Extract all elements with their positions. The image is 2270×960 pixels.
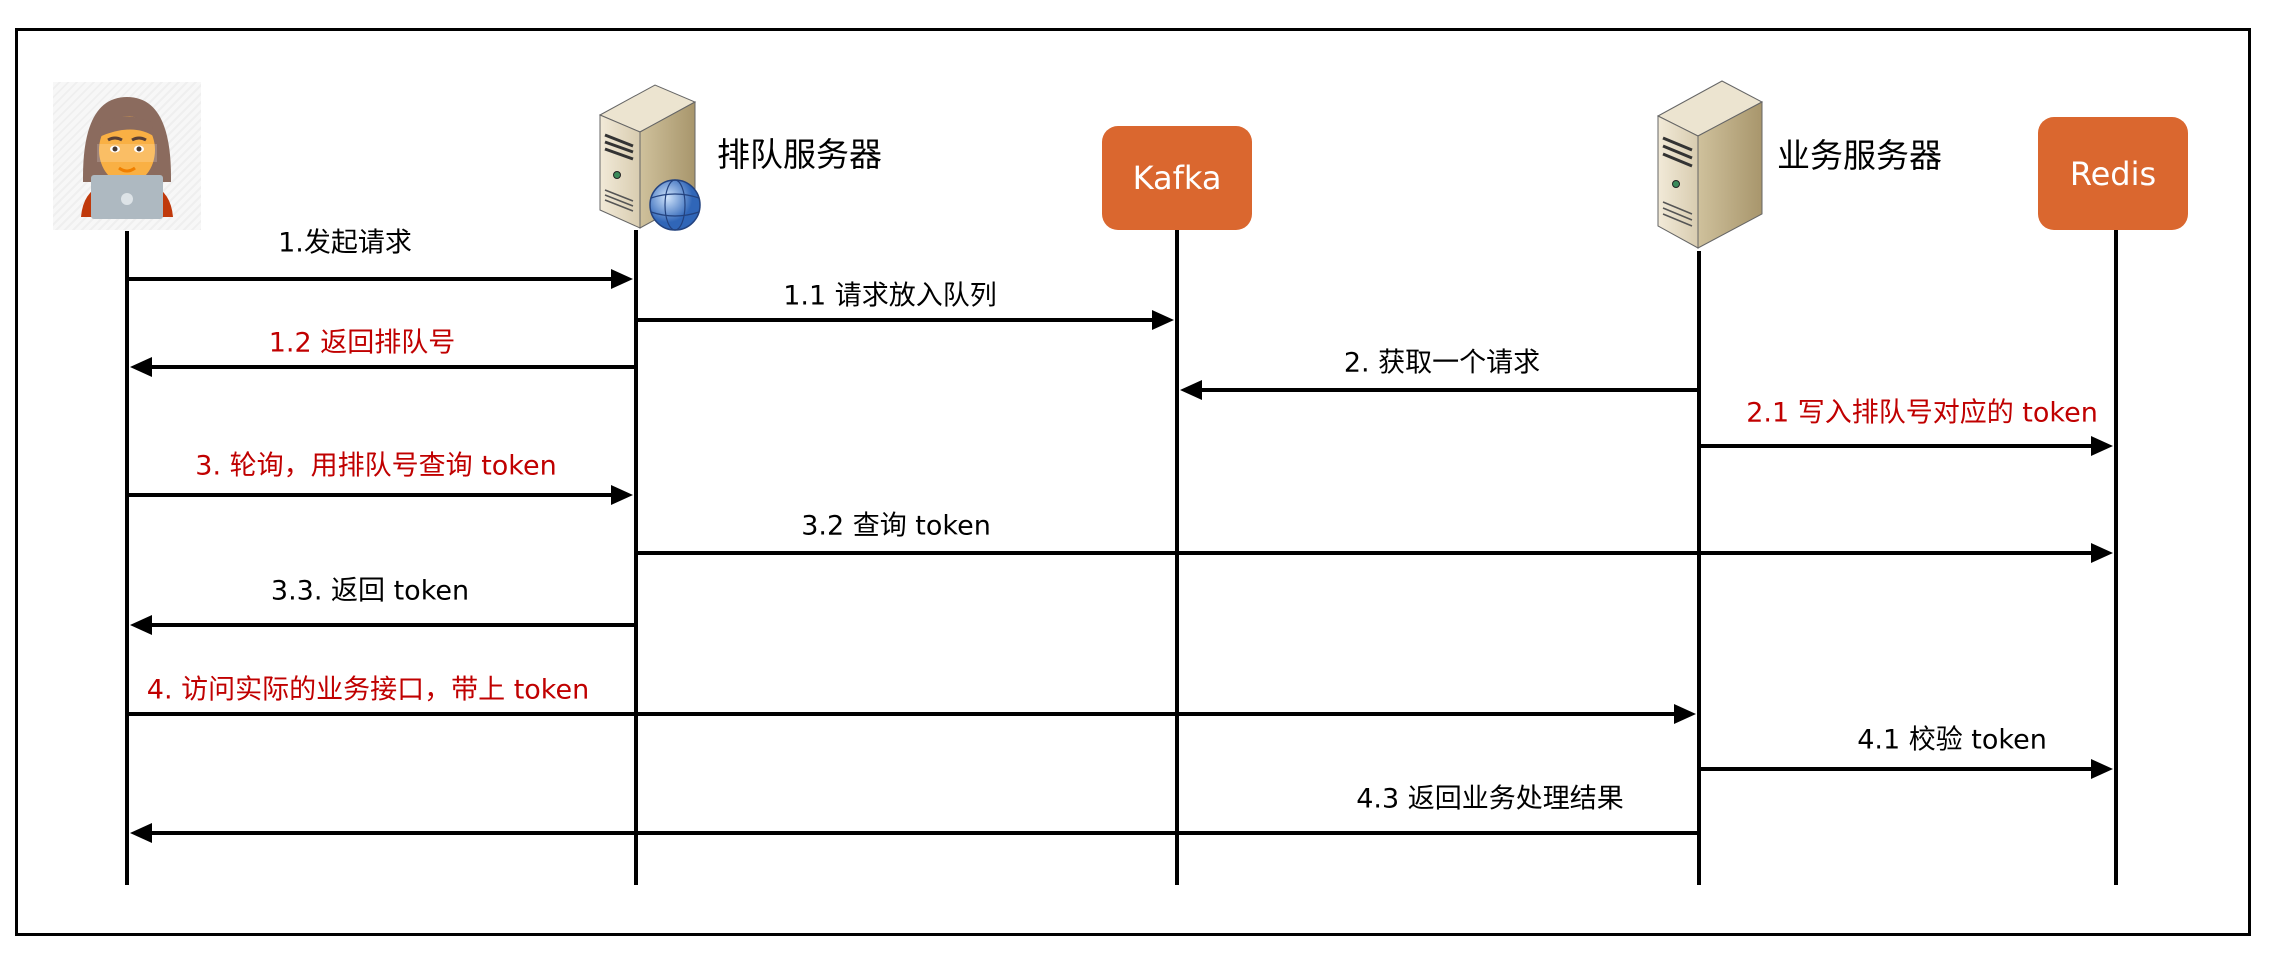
user-with-laptop-icon [81, 97, 173, 219]
message-label: 3.2 查询 token [801, 510, 991, 542]
kafka-label: Kafka [1132, 159, 1222, 197]
arrowhead-icon [1152, 310, 1174, 330]
message-arrow [130, 357, 634, 377]
web-server-icon [598, 84, 701, 231]
arrowhead-icon [2091, 759, 2113, 779]
message-arrow [1701, 436, 2113, 456]
arrowhead-icon [130, 823, 152, 843]
message-arrow [129, 269, 633, 289]
arrowhead-icon [130, 357, 152, 377]
message-label: 4. 访问实际的业务接口，带上 token [146, 674, 590, 706]
message-arrow [638, 543, 2113, 563]
message-label: 3.3. 返回 token [270, 575, 470, 607]
message-label: 2. 获取一个请求 [1343, 347, 1541, 379]
message-arrow [129, 485, 633, 505]
arrowhead-icon [611, 485, 633, 505]
message-arrow [130, 615, 634, 635]
message-label: 2.1 写入排队号对应的 token [1746, 397, 2098, 429]
message-label: 3. 轮询，用排队号查询 token [195, 450, 557, 482]
message-arrow [129, 704, 1696, 724]
message-label: 1.2 返回排队号 [268, 327, 456, 359]
business-server-label: 业务服务器 [1777, 136, 1942, 175]
message-arrow [638, 310, 1174, 330]
message-label: 1.发起请求 [278, 227, 412, 259]
arrowhead-icon [130, 615, 152, 635]
message-label: 1.1 请求放入队列 [783, 280, 997, 312]
message-label: 4.3 返回业务处理结果 [1356, 783, 1624, 815]
arrowhead-icon [1180, 380, 1202, 400]
arrowhead-icon [2091, 543, 2113, 563]
arrowhead-icon [2091, 436, 2113, 456]
redis-label: Redis [2069, 154, 2157, 193]
redis-box: Redis [2038, 117, 2188, 230]
message-label: 4.1 校验 token [1857, 724, 2047, 756]
arrowhead-icon [611, 269, 633, 289]
diagram-frame [15, 28, 2251, 936]
arrowhead-icon [1674, 704, 1696, 724]
message-arrow [1180, 380, 1697, 400]
kafka-box: Kafka [1102, 126, 1252, 230]
server-icon [1656, 80, 1764, 249]
queue-server-label: 排队服务器 [717, 135, 882, 174]
message-arrow [130, 823, 1697, 843]
message-arrow [1701, 759, 2113, 779]
